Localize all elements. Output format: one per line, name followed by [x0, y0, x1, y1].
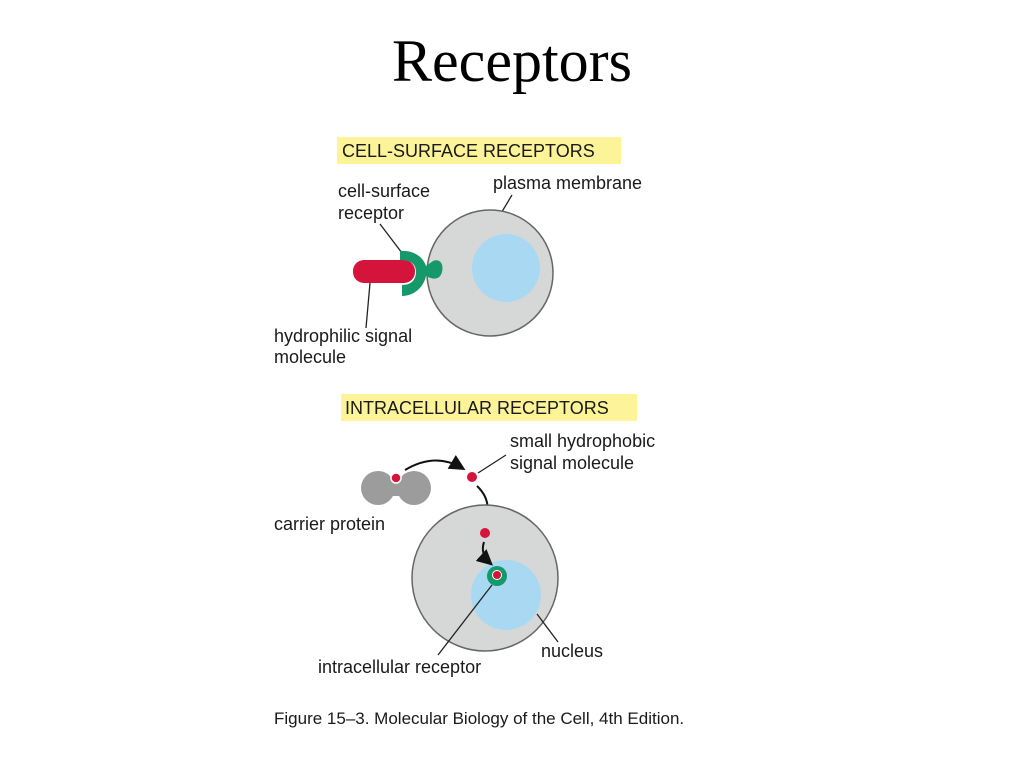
plasma-membrane-label: plasma membrane [493, 173, 642, 193]
intracellular-receptor-label: intracellular receptor [318, 657, 481, 677]
small-hydrophobic-label-line1: small hydrophobic [510, 431, 655, 451]
intracellular-heading-highlight [341, 394, 637, 421]
nuclear-entry-arrow [475, 541, 493, 566]
cell-surface-heading: CELL-SURFACE RECEPTORS [342, 141, 595, 161]
hydrophilic-signal-molecule [353, 260, 415, 283]
figure-caption: Figure 15–3. Molecular Biology of the Ce… [274, 709, 684, 728]
cell-surface-panel: CELL-SURFACE RECEPTORS cell-surface rece… [274, 137, 642, 367]
intracellular-panel: INTRACELLULAR RECEPTORS small hydrophobi… [274, 394, 655, 677]
hydrophobic-leader-line [477, 454, 507, 474]
intracellular-receptor-leader-line [437, 584, 493, 656]
cell-surface-heading-highlight [337, 137, 621, 164]
hydrophilic-signal-label-line1: hydrophilic signal [274, 326, 412, 346]
carrier-protein-label: carrier protein [274, 514, 385, 534]
cell-surface-receptor-label-line1: cell-surface [338, 181, 430, 201]
hydrophilic-signal-label-line2: molecule [274, 347, 346, 367]
nucleus-leader-line [536, 613, 559, 643]
intracellular-heading: INTRACELLULAR RECEPTORS [345, 398, 609, 418]
receptor-bound-signal-dot [492, 570, 502, 580]
cell-surface-receptor [400, 250, 443, 296]
small-hydrophobic-label-line2: signal molecule [510, 453, 634, 473]
nucleus-label: nucleus [541, 641, 603, 661]
cytoplasm-signal-dot [480, 528, 490, 538]
carrier-protein [361, 471, 431, 505]
slide-title: Receptors [392, 28, 632, 94]
receptor-leader-line [379, 223, 403, 254]
release-arrow [404, 455, 466, 471]
cell-surface-receptor-label-line2: receptor [338, 203, 404, 223]
intracellular-nucleus [471, 560, 541, 630]
cell-surface-nucleus [472, 234, 540, 302]
free-signal-dot [467, 472, 477, 482]
bound-signal-dot [390, 472, 402, 484]
signal-leader-line [365, 282, 371, 329]
